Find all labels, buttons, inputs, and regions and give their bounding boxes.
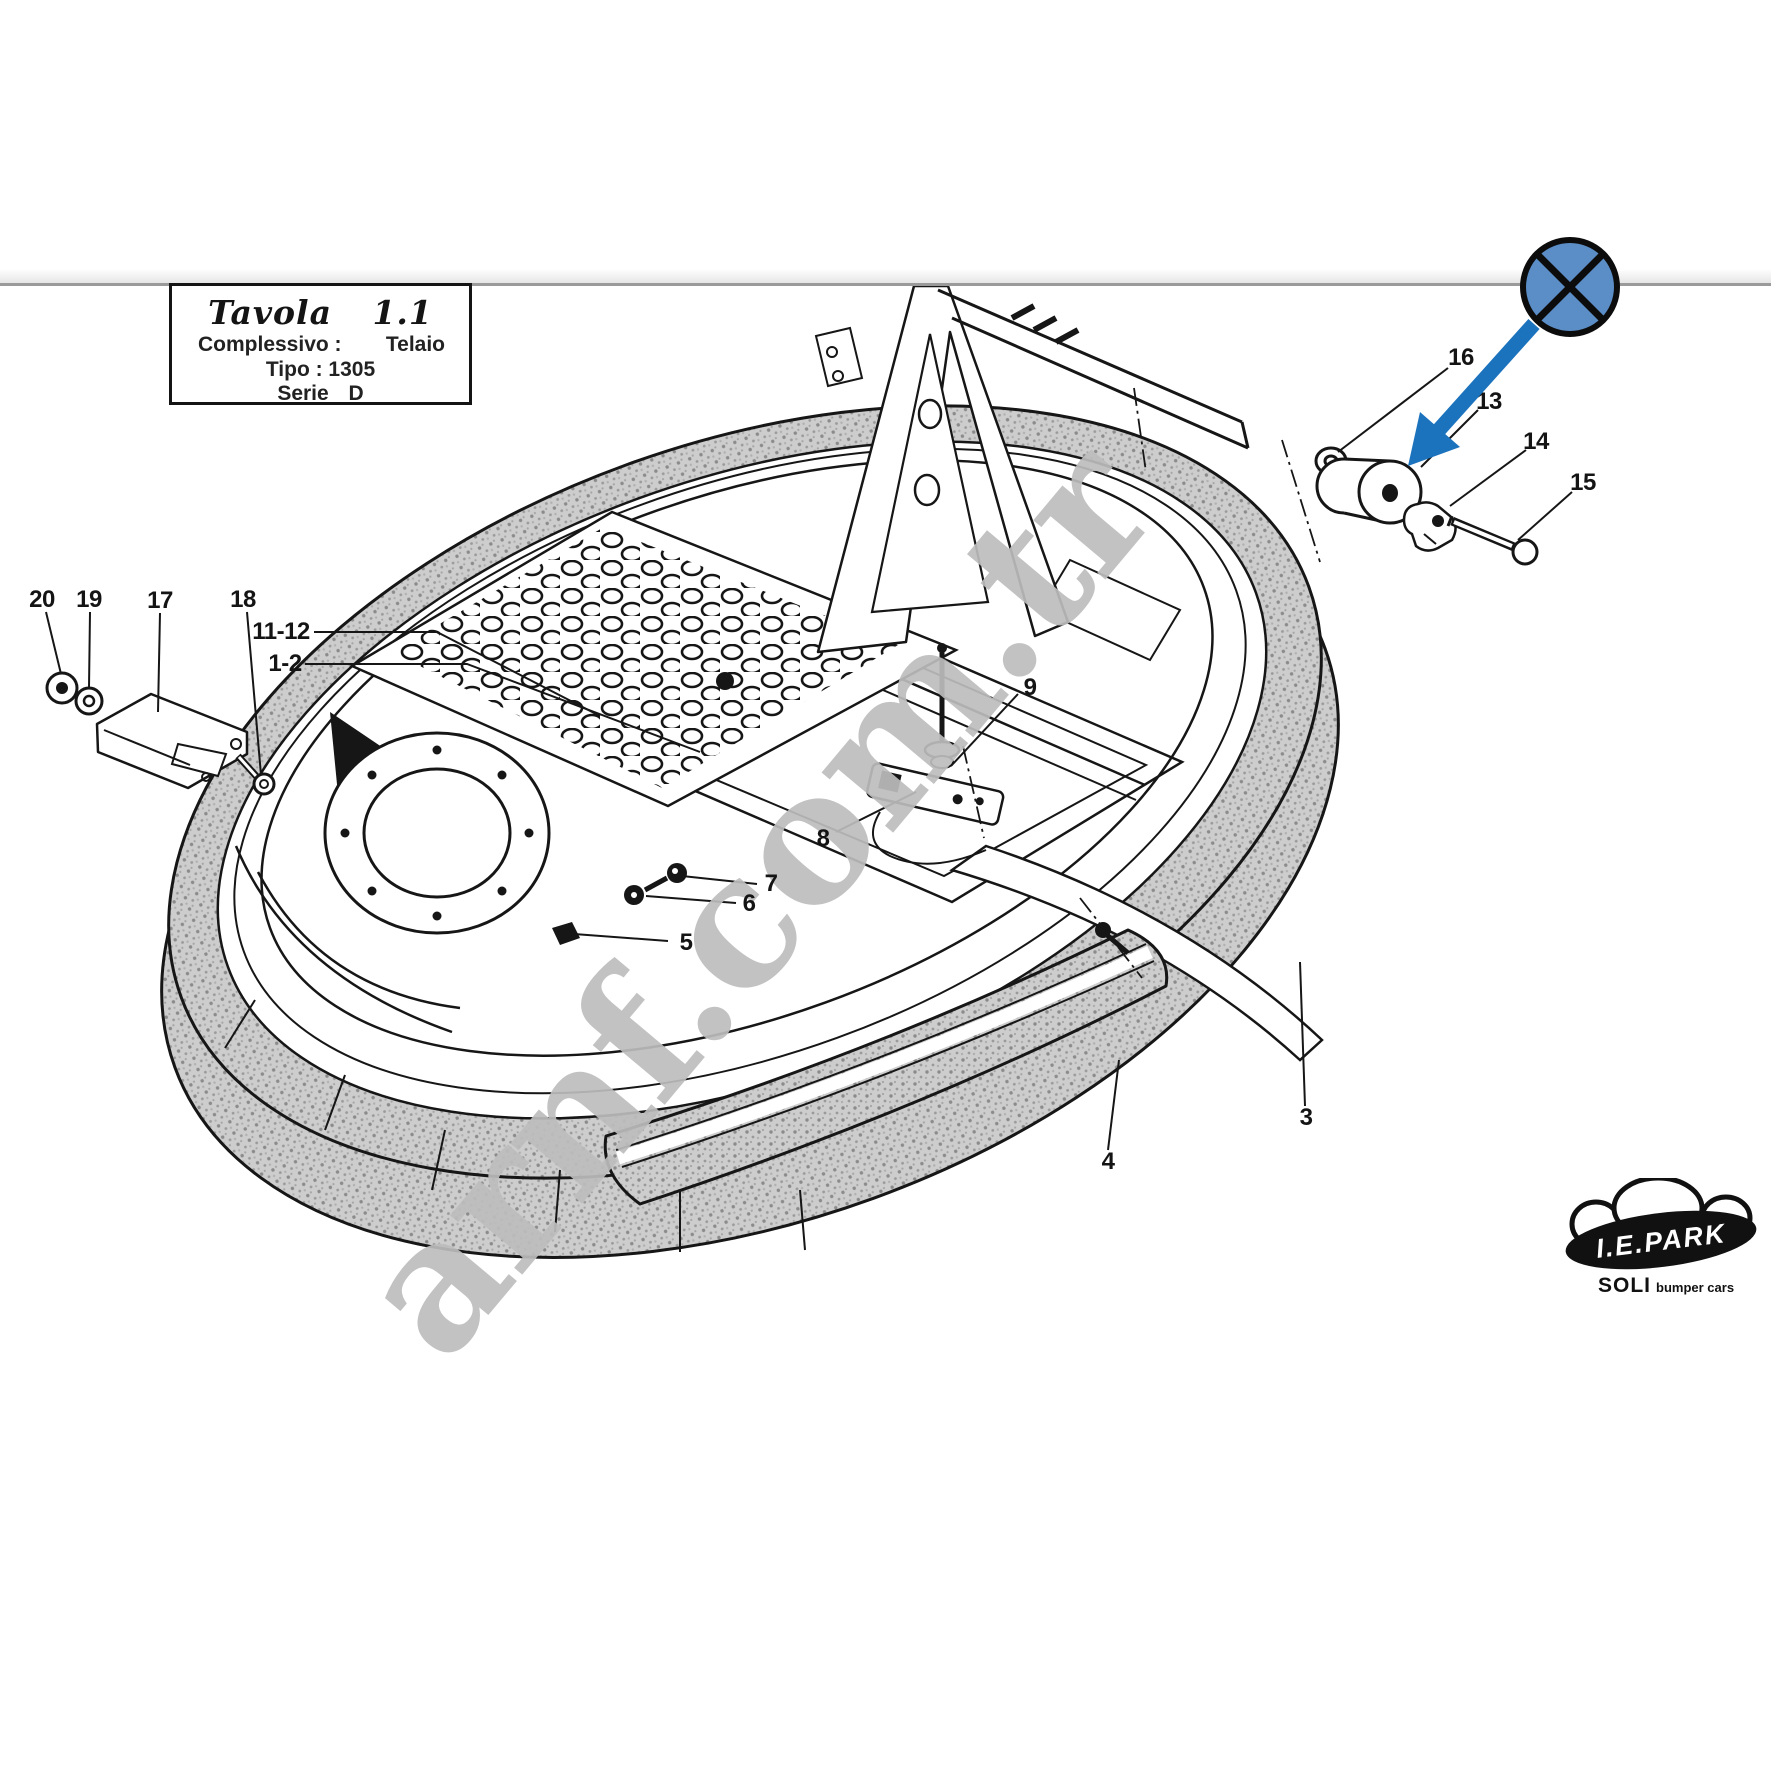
callout-14: 14 (1523, 428, 1549, 455)
mid-hardware-cluster (552, 863, 687, 945)
callout-11-12: 11-12 (252, 618, 310, 645)
callout-20: 20 (29, 586, 55, 613)
callout-16: 16 (1448, 344, 1474, 371)
callout-3: 3 (1299, 1104, 1313, 1131)
left-hardware-cluster (45, 671, 276, 796)
callout-4: 4 (1101, 1148, 1115, 1175)
callout-18: 18 (230, 586, 256, 613)
blower-flange (234, 712, 551, 1034)
callout-6: 6 (742, 890, 756, 917)
logo-sub-bold: SOLI (1598, 1274, 1652, 1297)
assembly-value: Telaio (385, 333, 445, 356)
centerlines (962, 387, 1321, 979)
logo-cloud: I.E.PARK (1565, 1175, 1757, 1270)
type-line: Tipo : 1305 (265, 358, 376, 381)
right-hardware-cluster (1314, 446, 1539, 566)
logo-sub-rest: bumper cars (1656, 1280, 1735, 1295)
bolt-part15 (1446, 515, 1539, 566)
bracket-part8-pin-part9 (866, 643, 1005, 865)
roller-part13 (1315, 457, 1423, 525)
callout-7: 7 (764, 870, 778, 897)
callout-1-2: 1-2 (268, 650, 302, 677)
page-edge-line (0, 283, 1771, 286)
page-edge-shadow (0, 269, 1771, 283)
title-block: Tavola 1.1 Complessivo : Telaio Tipo : 1… (169, 283, 472, 405)
callout-17: 17 (147, 587, 173, 614)
bumper-segment-part4 (603, 922, 1169, 1206)
circle-x-marker-icon[interactable] (1520, 237, 1620, 337)
callout-9: 9 (1023, 674, 1037, 701)
assembly-row: Complessivo : Telaio (172, 332, 469, 358)
side-skirt-part3 (949, 844, 1324, 1062)
selection-arrow[interactable] (1408, 318, 1540, 466)
callout-15: 15 (1570, 469, 1596, 496)
cam-bracket-part14 (1402, 501, 1457, 552)
brand-logo: I.E.PARK SOLI bumper cars (1558, 1175, 1771, 1313)
callout-19: 19 (76, 586, 102, 613)
perforated-plate (349, 510, 959, 808)
callout-5: 5 (679, 929, 693, 956)
assembly-label: Complessivo : (198, 333, 342, 356)
logo-subtext: SOLI bumper cars (1598, 1274, 1734, 1298)
pole-support-frame (814, 284, 1250, 654)
diagram-title: Tavola 1.1 (208, 293, 433, 332)
series-line: Serie D (277, 382, 364, 405)
callout-8: 8 (816, 825, 830, 852)
